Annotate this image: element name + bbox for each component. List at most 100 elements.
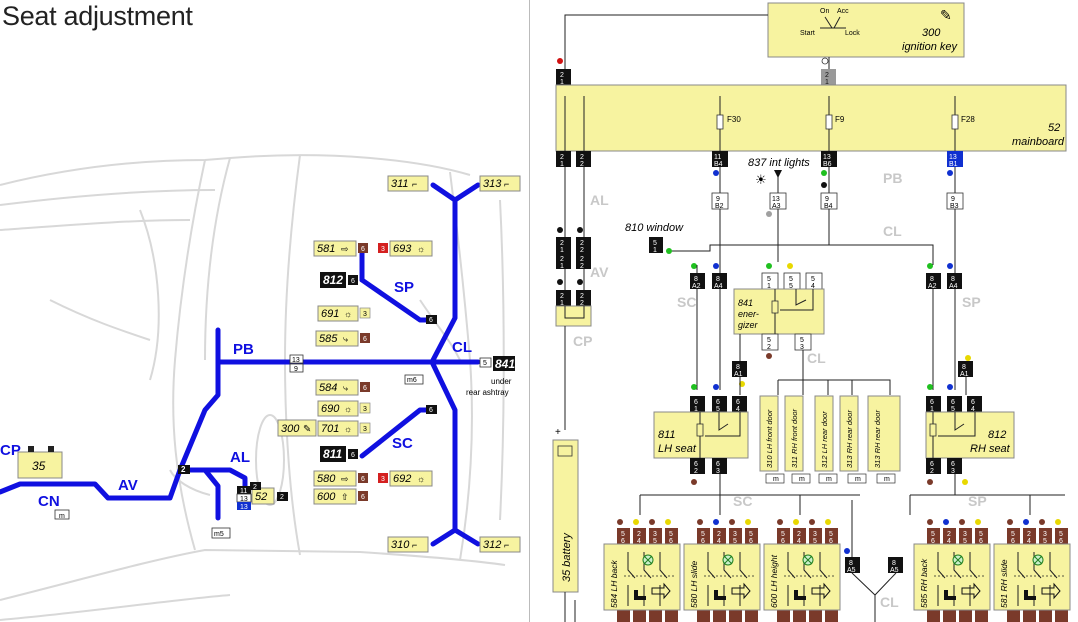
seat-switch-label: 584 LH back [609,560,619,608]
svg-text:CL: CL [883,223,902,239]
svg-text:4: 4 [717,538,721,545]
svg-text:6: 6 [829,538,833,545]
svg-text:6: 6 [951,461,955,468]
svg-text:11: 11 [714,154,721,161]
svg-text:5: 5 [951,406,955,413]
svg-text:8: 8 [962,364,966,371]
svg-text:5: 5 [749,531,753,538]
svg-text:311 RH front door: 311 RH front door [790,408,799,468]
svg-text:13: 13 [823,154,831,161]
svg-text:2: 2 [825,72,829,79]
svg-text:8: 8 [951,276,955,283]
svg-text:m: m [773,476,779,483]
svg-text:313: 313 [483,178,502,190]
svg-text:6: 6 [979,538,983,545]
svg-text:52: 52 [255,491,267,503]
svg-text:2: 2 [1027,531,1031,538]
svg-text:F9: F9 [835,115,845,124]
svg-text:11: 11 [240,488,247,495]
svg-text:6: 6 [694,461,698,468]
overview-rh-seat: 581 ⇨ 6 3 693 ☼ 812 6 691 ☼ 3 585 ⤷ 6 [313,240,433,347]
svg-text:2: 2 [280,494,284,501]
svg-text:5: 5 [800,337,804,344]
svg-text:2: 2 [717,531,721,538]
svg-text:6: 6 [1011,538,1015,545]
svg-text:35: 35 [32,459,46,473]
svg-text:701: 701 [321,423,339,435]
svg-text:6: 6 [749,538,753,545]
svg-text:5: 5 [767,337,771,344]
svg-text:312 LH rear door: 312 LH rear door [820,411,829,468]
svg-text:3: 3 [653,531,657,538]
svg-text:5: 5 [811,276,815,283]
svg-text:m: m [59,513,65,520]
svg-text:mainboard: mainboard [1012,136,1065,148]
seat-switch-label: 585 RH back [919,558,929,608]
svg-text:2: 2 [580,293,584,300]
svg-text:SP: SP [962,294,981,310]
svg-text:Lock: Lock [845,30,860,37]
svg-text:52: 52 [1048,122,1060,134]
seat-feed-connectors: 8 A2 8 A4 8 A2 8 A4 [690,244,962,390]
ignition-key: On Acc Start Lock 300 ignition key ✎ [767,2,965,58]
svg-text:6: 6 [351,278,355,285]
svg-text:6: 6 [951,399,955,406]
svg-text:4: 4 [971,406,975,413]
svg-text:gizer: gizer [738,320,759,330]
panel-divider [529,0,530,622]
svg-text:5: 5 [621,531,625,538]
svg-text:2: 2 [560,256,564,263]
svg-text:2: 2 [797,531,801,538]
svg-text:m5: m5 [214,531,224,538]
svg-text:⌐: ⌐ [504,179,509,189]
svg-text:6: 6 [429,317,433,324]
svg-text:B4: B4 [714,161,723,168]
svg-text:AL: AL [590,192,609,208]
svg-text:Acc: Acc [837,8,849,15]
svg-text:310: 310 [391,539,410,551]
svg-text:2: 2 [253,484,257,491]
svg-text:812: 812 [323,273,343,287]
svg-text:⌐: ⌐ [504,540,509,550]
svg-text:312: 312 [483,539,501,551]
svg-text:8: 8 [849,560,853,567]
svg-text:313 RH rear door: 313 RH rear door [873,410,882,468]
svg-text:⇧: ⇧ [341,492,349,502]
svg-text:✎: ✎ [303,424,311,435]
svg-text:2: 2 [560,154,564,161]
svg-text:4: 4 [1027,538,1031,545]
svg-text:under: under [491,377,512,386]
svg-text:B6: B6 [823,161,832,168]
svg-text:9: 9 [951,196,955,203]
svg-text:837 int lights: 837 int lights [748,157,810,169]
svg-text:LH seat: LH seat [658,443,697,455]
svg-text:AV: AV [590,264,609,280]
svg-text:☼: ☼ [417,244,425,254]
svg-text:6: 6 [351,452,355,459]
svg-text:3: 3 [800,344,804,351]
svg-text:2: 2 [580,161,584,168]
svg-text:691: 691 [321,308,339,320]
interior-lights: 837 int lights ☀ [748,157,810,187]
svg-text:A1: A1 [734,371,743,378]
svg-text:A4: A4 [949,283,958,290]
svg-text:5: 5 [716,406,720,413]
svg-text:811: 811 [323,447,342,461]
overview-connectors: 2 m5 13 9 m6 6 6 5 [178,315,492,539]
label-sc: SC [392,435,413,452]
seat-switch-label: 600 LH height [769,554,779,608]
svg-text:2: 2 [560,240,564,247]
svg-text:A4: A4 [714,283,723,290]
svg-text:3: 3 [363,426,367,433]
svg-text:3: 3 [963,531,967,538]
svg-text:⌐: ⌐ [412,179,417,189]
svg-text:3: 3 [1043,531,1047,538]
svg-text:6: 6 [669,538,673,545]
svg-text:5: 5 [767,276,771,283]
svg-text:2: 2 [694,468,698,475]
svg-text:581: 581 [317,243,335,255]
svg-text:A2: A2 [692,283,701,290]
